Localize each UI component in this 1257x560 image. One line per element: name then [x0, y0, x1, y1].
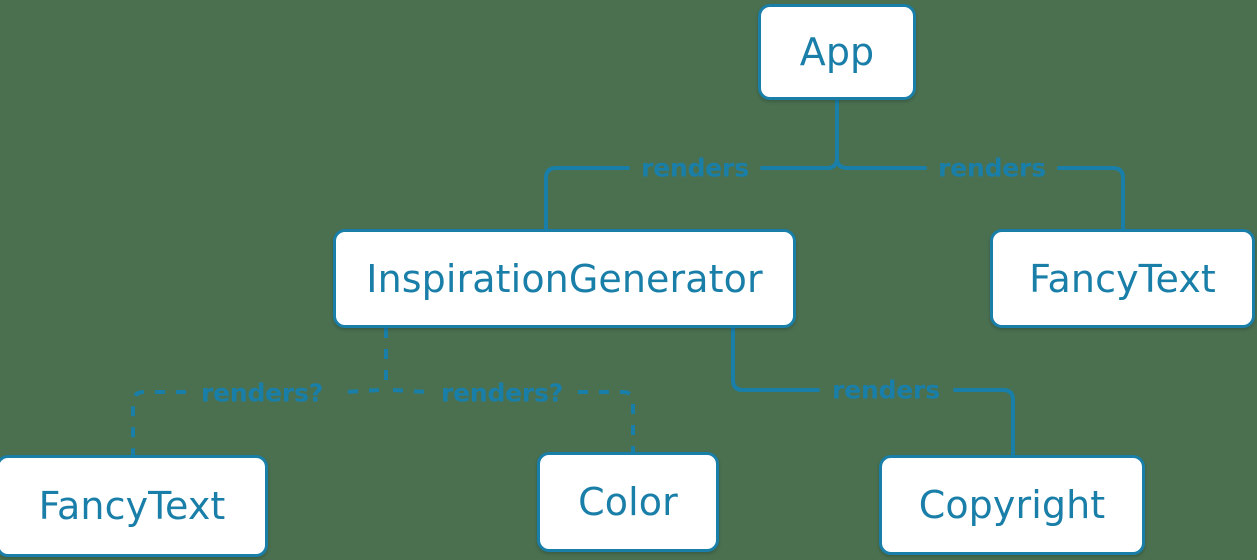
node-fancytext-left-label: FancyText	[38, 484, 226, 528]
node-fancytext-left[interactable]: FancyText	[0, 455, 268, 557]
node-fancytext-right-label: FancyText	[1029, 256, 1216, 301]
node-app[interactable]: App	[758, 4, 916, 100]
node-color-label: Color	[578, 480, 678, 524]
connector-inspirationgenerator-to-color	[392, 388, 428, 394]
edge-label-app-to-fancytext-right: renders	[938, 153, 1046, 183]
edge-label-inspirationgenerator-to-fancytext-left: renders?	[200, 378, 324, 408]
connector-inspirationgenerator-to-copyright	[953, 388, 1015, 457]
node-inspiration-generator[interactable]: InspirationGenerator	[333, 229, 796, 328]
connector-inspirationgenerator-to-fancytext-left	[344, 388, 380, 394]
connector-app-to-fancytext-right-left	[835, 98, 927, 170]
edge-label-inspirationgenerator-to-color: renders?	[440, 378, 564, 408]
edge-label-inspirationgenerator-to-copyright: renders	[832, 375, 940, 405]
node-copyright-label: Copyright	[918, 483, 1106, 527]
node-copyright[interactable]: Copyright	[879, 455, 1145, 555]
node-app-label: App	[799, 30, 875, 74]
edge-label-app-to-inspirationgenerator: renders	[641, 153, 749, 183]
connector-inspirationgenerator-to-copyright-left	[731, 326, 820, 392]
connector-app-to-fancytext-right	[1057, 166, 1125, 231]
connector-inspirationgenerator-to-fancytext-left-tail	[131, 390, 186, 455]
node-fancytext-right[interactable]: FancyText	[990, 229, 1255, 328]
node-color[interactable]: Color	[537, 452, 719, 552]
node-inspiration-generator-label: InspirationGenerator	[366, 256, 763, 301]
connector-inspirationgenerator-to-color-tail	[578, 390, 635, 452]
connector-app-to-inspiration-generator	[760, 98, 839, 170]
connector-app-to-inspiration-generator-left	[544, 166, 630, 231]
